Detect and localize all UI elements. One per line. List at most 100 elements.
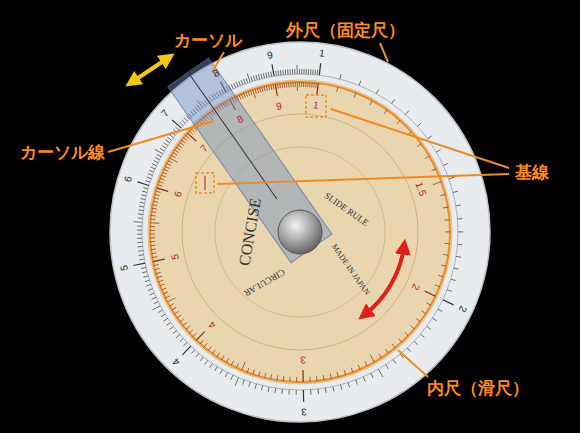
scale-tick — [303, 69, 304, 74]
scale-tick — [172, 120, 181, 128]
scale-tick — [305, 82, 306, 87]
scale-tick — [158, 185, 163, 187]
scale-tick — [309, 377, 310, 382]
scale-tick — [172, 307, 176, 310]
scale-tick — [174, 311, 178, 314]
scale-tick — [151, 245, 156, 246]
scale-tick — [454, 268, 459, 269]
scale-tick — [393, 360, 396, 364]
scale-tick — [167, 298, 175, 302]
scale-tick — [152, 306, 160, 310]
base-line-marker — [306, 95, 326, 117]
scale-tick — [158, 310, 162, 312]
scale-tick — [182, 140, 186, 143]
scale-tick — [154, 264, 159, 265]
scale-tick — [152, 208, 157, 210]
scale-tick — [160, 284, 165, 286]
scale-tick — [208, 347, 211, 351]
scale-tick — [255, 384, 256, 389]
scale-tick — [363, 377, 365, 382]
scale-tick — [451, 279, 456, 280]
scale-tick — [290, 82, 291, 87]
scale-tick — [147, 177, 152, 179]
scale-tick — [141, 195, 146, 196]
scale-tick — [405, 332, 409, 335]
scale-tick — [301, 82, 302, 87]
scale-tick — [178, 145, 182, 148]
scale-tick — [133, 221, 142, 223]
scale-tick — [148, 289, 153, 291]
scale-tick — [157, 154, 161, 156]
scale-tick — [141, 267, 146, 268]
scale-tick — [356, 380, 358, 385]
scale-number: 9 — [275, 100, 282, 112]
scale-tick — [239, 95, 241, 100]
center-hub — [278, 210, 322, 254]
scale-tick — [253, 370, 255, 375]
scale-tick — [154, 198, 159, 199]
scale-tick — [297, 65, 298, 74]
scale-tick — [153, 204, 158, 206]
scale-tick — [315, 83, 317, 88]
scale-tick — [433, 182, 441, 185]
scale-tick — [164, 143, 168, 146]
scale-tick — [280, 70, 282, 75]
scale-tick — [255, 89, 257, 94]
scale-tick — [167, 137, 171, 140]
scale-tick — [150, 226, 155, 227]
scale-tick — [157, 188, 168, 192]
scale-tick — [140, 199, 145, 200]
scale-tick — [148, 174, 153, 176]
scale-tick — [297, 82, 298, 91]
part-label: 内尺（滑尺） — [427, 379, 529, 398]
scale-tick — [200, 357, 203, 361]
outer-scale-circle — [142, 74, 458, 390]
scale-tick — [196, 353, 199, 357]
scale-tick — [152, 164, 157, 166]
scale-tick — [204, 343, 207, 347]
scale-tick — [301, 69, 302, 74]
scale-tick — [392, 99, 395, 103]
scale-tick — [155, 149, 163, 153]
scale-tick — [217, 353, 220, 357]
scale-tick — [285, 70, 286, 75]
scale-tick — [458, 231, 463, 232]
scale-tick — [425, 156, 429, 159]
cursor-move-arrow — [132, 58, 168, 82]
scale-tick — [265, 373, 266, 378]
scale-tick — [235, 378, 239, 386]
scale-tick — [231, 84, 233, 89]
inner-disk — [148, 80, 452, 384]
scale-tick — [162, 172, 167, 174]
scale-tick — [145, 280, 150, 282]
scale-tick — [146, 284, 151, 286]
scale-tick — [261, 386, 262, 391]
scale-tick — [244, 79, 246, 84]
scale-tick — [253, 76, 254, 81]
scale-tick — [312, 70, 313, 75]
scale-tick — [307, 82, 308, 87]
scale-tick — [250, 90, 252, 95]
scale-tick — [397, 120, 400, 124]
scale-tick — [309, 82, 310, 87]
scale-tick — [242, 362, 245, 370]
scale-tick — [276, 375, 278, 380]
scale-tick — [438, 275, 443, 276]
scale-tick — [153, 161, 158, 163]
scale-tick — [308, 69, 309, 74]
scale-tick — [143, 188, 148, 189]
scale-tick — [156, 272, 161, 273]
scale-tick — [432, 169, 437, 171]
scale-tick — [162, 146, 166, 149]
scale-tick — [443, 207, 448, 209]
scale-tick — [457, 218, 462, 219]
scale-tick — [182, 346, 190, 355]
scale-tick — [314, 70, 315, 75]
scale-tick — [266, 73, 267, 78]
scale-tick — [427, 326, 431, 329]
scale-tick — [165, 296, 169, 298]
slide-rotate-arrow — [365, 247, 404, 315]
scale-tick — [262, 87, 263, 92]
scale-tick — [153, 259, 165, 261]
scale-tick — [456, 205, 461, 207]
